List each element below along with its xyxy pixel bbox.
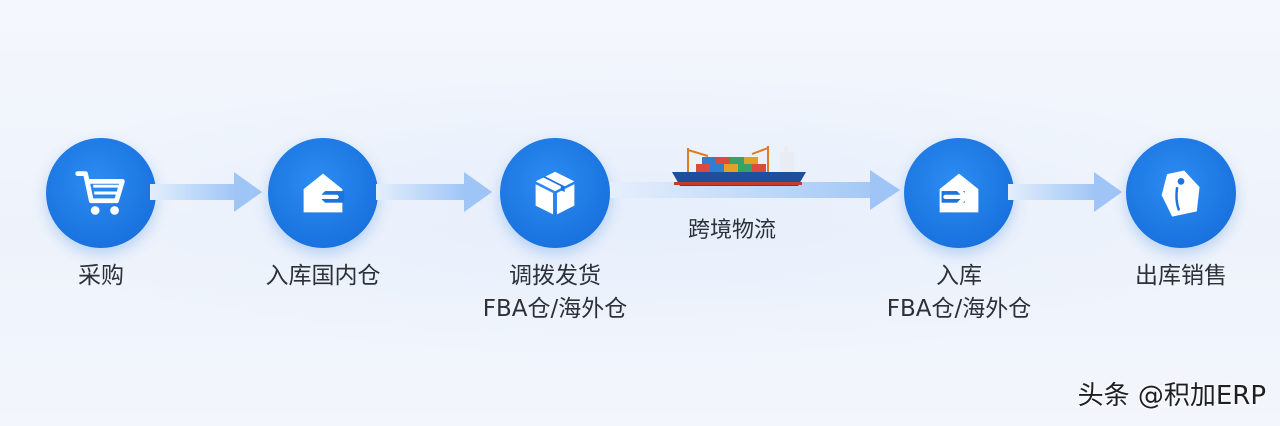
step-purchase-label: 采购 bbox=[78, 263, 124, 289]
step-purchase-node bbox=[46, 138, 156, 248]
step-domestic-inbound-node bbox=[268, 138, 378, 248]
cargo-ship-icon bbox=[668, 142, 810, 192]
shopping-cart-icon bbox=[75, 171, 125, 215]
package-box-icon bbox=[535, 171, 575, 215]
step-logistics-label: 跨境物流 bbox=[688, 218, 777, 243]
step-fba-inbound-node bbox=[904, 138, 1014, 248]
step-sales-node bbox=[1126, 138, 1236, 248]
sale-tag-icon bbox=[1161, 170, 1200, 217]
warehouse-inbound-icon bbox=[303, 173, 345, 213]
step-fba-inbound-sub: FBA仓/海外仓 bbox=[886, 296, 1032, 322]
background-band bbox=[0, 60, 1280, 360]
step-sales-label: 出库销售 bbox=[1135, 263, 1227, 289]
flow-arrow-3 bbox=[610, 170, 900, 210]
step-transfer-sub: FBA仓/海外仓 bbox=[482, 296, 628, 322]
step-fba-inbound-label: 入库 bbox=[936, 263, 982, 289]
warehouse-inbound-icon bbox=[939, 173, 979, 213]
step-domestic-inbound-label: 入库国内仓 bbox=[265, 263, 381, 289]
watermark: 头条 @积加ERP bbox=[1077, 381, 1266, 411]
step-transfer-label: 调拨发货 bbox=[509, 263, 601, 289]
step-transfer-node bbox=[500, 138, 610, 248]
flow-arrow-2 bbox=[376, 172, 492, 212]
flow-arrow-1 bbox=[150, 172, 262, 212]
flow-arrow-4 bbox=[1008, 172, 1122, 212]
